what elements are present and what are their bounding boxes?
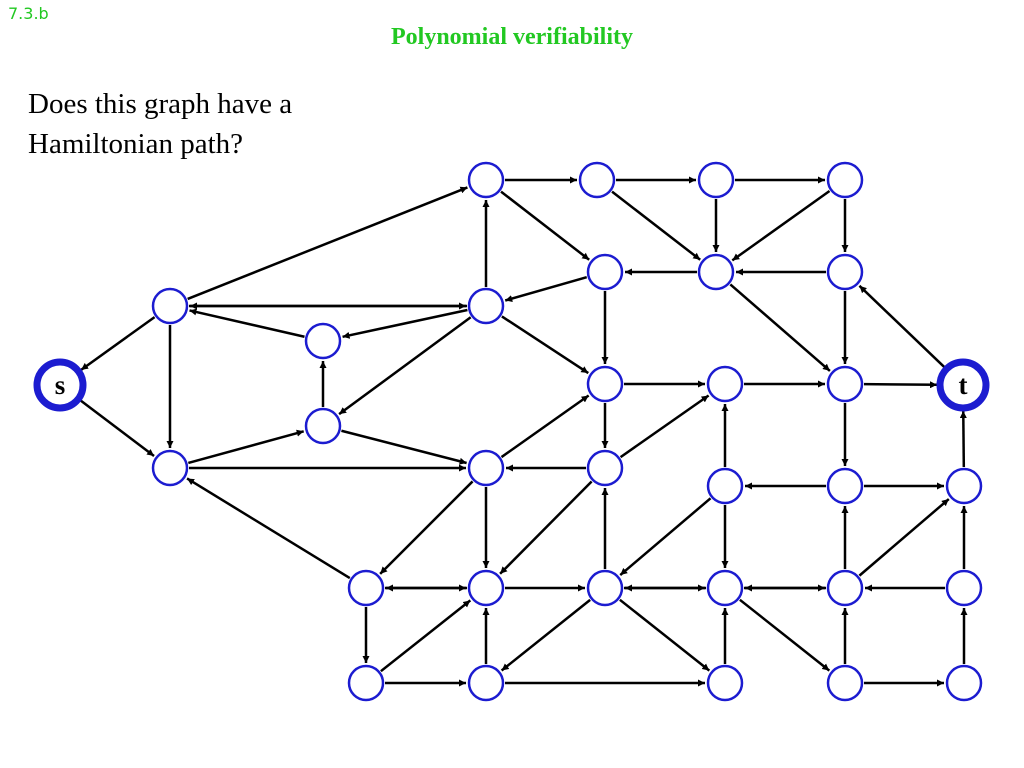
graph-edge-b2-d5 (729, 283, 831, 372)
graph-node-b3 (826, 253, 864, 291)
graph-node-a1 (467, 161, 505, 199)
graph-node-c3 (467, 287, 505, 325)
graph-node-b2 (697, 253, 735, 291)
node-label-s: s (55, 370, 66, 400)
graph-edge-f5-t (959, 410, 967, 468)
graph-node-g2 (467, 664, 505, 702)
graph-edge-e1-f1 (379, 480, 474, 575)
graph-node-d4 (304, 407, 342, 445)
graph-node-a2 (578, 161, 616, 199)
graph-node-h2 (826, 569, 864, 607)
node-label-t: t (959, 370, 968, 400)
graph-node-f4 (706, 569, 744, 607)
graph-edge-c3-c2 (342, 308, 468, 339)
graph-node-g5 (945, 664, 983, 702)
graph-edge-b1-c3 (504, 276, 588, 302)
graph-edge-s-d1 (79, 399, 155, 457)
graph-edge-c1-a1 (187, 186, 468, 301)
graph-node-g3 (706, 664, 744, 702)
graph-node-h4 (945, 569, 983, 607)
graph-edge-a2-b2 (611, 190, 701, 261)
node-t-terminal (936, 358, 990, 412)
graph-edge-c1-s (80, 316, 156, 371)
graph-node-a3 (697, 161, 735, 199)
graph-node-a4 (826, 161, 864, 199)
graph-node-e1 (467, 449, 505, 487)
graph-edge-e2-f2 (499, 480, 593, 575)
graph-node-f1 (347, 569, 385, 607)
node-s-terminal (33, 358, 87, 412)
graph-edge-e1-d2 (500, 394, 590, 459)
graph-edge-a1-b1 (500, 190, 590, 261)
graph-node-g4 (826, 664, 864, 702)
graph-edge-f3-g2 (500, 598, 591, 672)
graph-node-d2 (586, 365, 624, 403)
graph-edge-d1-d4 (187, 429, 305, 465)
graph-node-b1 (586, 253, 624, 291)
graph-edge-h3-f3 (619, 497, 712, 576)
graph-node-h3 (706, 467, 744, 505)
graph-edge-d4-e1 (341, 429, 467, 465)
graph-edge-f4-g4 (739, 598, 831, 672)
question-text: Does this graph have a Hamiltonian path? (28, 84, 388, 164)
graph-node-d5 (826, 365, 864, 403)
graph-edge-e2-d3 (619, 394, 710, 459)
question-line-2: Hamiltonian path? (28, 128, 244, 160)
graph-node-g1 (347, 664, 385, 702)
graph-edge-c3-d2 (501, 315, 589, 375)
graph-edge-c3-d4 (338, 316, 472, 416)
graph-edge-f3-g3 (619, 598, 711, 672)
graph-edge-t-b3 (858, 284, 946, 369)
graph-node-c2 (304, 322, 342, 360)
graph-edge-d5-t (863, 381, 938, 389)
graph-node-d1 (151, 449, 189, 487)
graph-node-f5 (945, 467, 983, 505)
graph-edges (79, 176, 968, 687)
question-line-1: Does this graph have a (28, 88, 293, 120)
graph-node-e3 (826, 467, 864, 505)
graph-edge-g1-f2 (380, 599, 472, 673)
slide-title: Polynomial verifiability (391, 24, 633, 50)
graph-edge-h2-f5 (858, 498, 950, 577)
graph-node-d3 (706, 365, 744, 403)
graph-node-f2 (467, 569, 505, 607)
graph-node-c1 (151, 287, 189, 325)
graph-edge-f1-d1 (186, 477, 351, 580)
graph-node-f3 (586, 569, 624, 607)
slide-number: 7.3.b (8, 4, 49, 23)
graph-edge-c2-c1 (189, 308, 305, 338)
graph-edge-a4-b2 (731, 190, 831, 262)
graph-node-e2 (586, 449, 624, 487)
